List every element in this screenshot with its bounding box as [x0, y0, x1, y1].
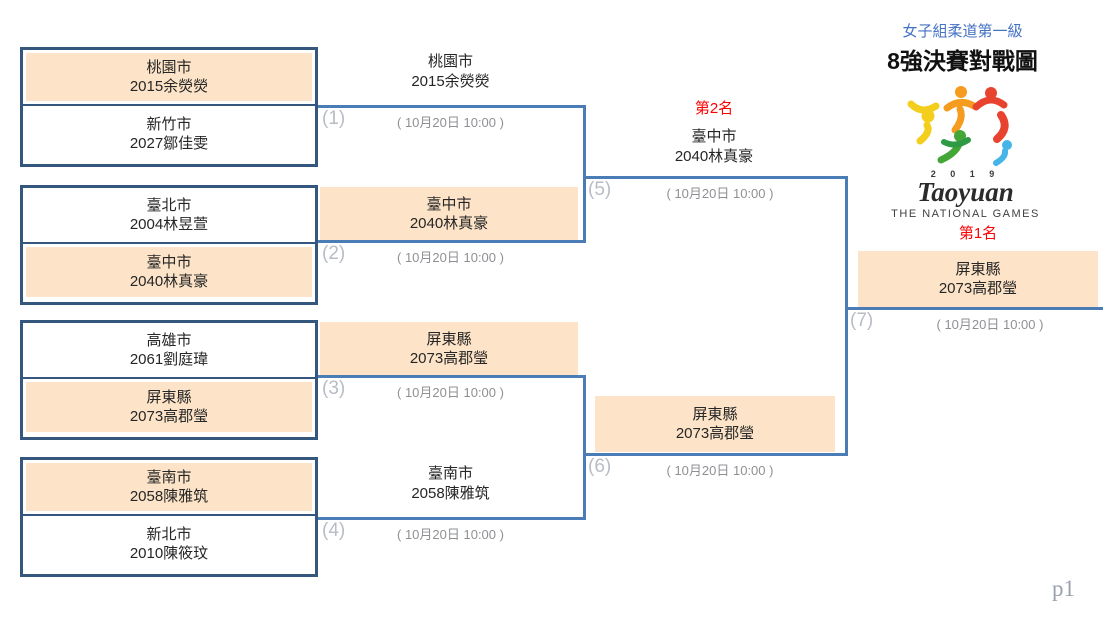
- connector-line: [583, 375, 586, 520]
- team-athlete: 2073高郡瑩: [129, 408, 209, 425]
- team-athlete: 2073高郡瑩: [938, 280, 1018, 297]
- match-number: (4): [322, 520, 346, 541]
- connector-line: [318, 517, 586, 520]
- page-number: p1: [1052, 576, 1075, 601]
- team-city: 高雄市: [146, 332, 192, 349]
- logo-subtitle: THE NATIONAL GAMES: [891, 208, 1040, 220]
- round1-match-2-box: 臺北市 2004林昱萱 臺中市 2040林真豪: [20, 185, 318, 305]
- connector-line: [845, 307, 1103, 310]
- champion-box: 屏東縣 2073高郡瑩: [858, 251, 1098, 307]
- match-time: ( 10月20日 10:00 ): [397, 250, 504, 265]
- team-cell: 高雄市 2061劉庭瑋: [23, 323, 315, 379]
- match-time: ( 10月20日 10:00 ): [397, 115, 504, 130]
- team-athlete: 2061劉庭瑋: [129, 351, 209, 368]
- round1-match-3-box: 高雄市 2061劉庭瑋 屏東縣 2073高郡瑩: [20, 320, 318, 440]
- connector-line: [318, 105, 586, 108]
- team-city: 屏東縣: [955, 261, 1001, 278]
- round1-match-4-box: 臺南市 2058陳雅筑 新北市 2010陳筱玟: [20, 457, 318, 577]
- round2-winner-1: 桃園市 2015余熒熒: [318, 52, 583, 92]
- team-cell: 桃園市 2015余熒熒: [23, 50, 315, 106]
- team-city: 臺北市: [146, 197, 192, 214]
- logo-wordmark: Taoyuan: [917, 177, 1014, 207]
- semifinal-finalist: 屏東縣 2073高郡瑩: [595, 396, 835, 452]
- round2-winner-3: 屏東縣 2073高郡瑩: [320, 322, 578, 376]
- team-city: 新北市: [146, 526, 192, 543]
- match-time: ( 10月20日 10:00 ): [397, 385, 504, 400]
- match-time: ( 10月20日 10:00 ): [666, 186, 774, 201]
- team-athlete: 2040林真豪: [129, 273, 209, 290]
- team-cell: 臺中市 2040林真豪: [23, 244, 315, 300]
- team-cell: 臺北市 2004林昱萱: [23, 188, 315, 244]
- team-cell: 臺南市 2058陳雅筑: [23, 460, 315, 516]
- match-time: ( 10月20日 10:00 ): [666, 463, 774, 478]
- match-number: (2): [322, 243, 346, 264]
- team-city: 臺中市: [426, 196, 472, 213]
- team-cell: 新北市 2010陳筱玟: [23, 516, 315, 572]
- team-city: 新竹市: [146, 116, 192, 133]
- round1-match-1-box: 桃園市 2015余熒熒 新竹市 2027鄒佳雯: [20, 47, 318, 167]
- page-title: 8強決賽對戰圖: [887, 48, 1038, 74]
- connector-line: [583, 176, 848, 179]
- connector-line: [318, 375, 586, 378]
- team-athlete: 2027鄒佳雯: [129, 135, 209, 152]
- team-city: 桃園市: [427, 53, 473, 70]
- team-athlete: 2040林真豪: [674, 148, 754, 165]
- connector-line: [583, 453, 848, 456]
- match-number: (1): [322, 108, 346, 129]
- team-cell: 屏東縣 2073高郡瑩: [23, 379, 315, 435]
- team-athlete: 2040林真豪: [409, 215, 489, 232]
- logo-year: 2 0 1 9: [930, 169, 1001, 179]
- match-number: (5): [588, 179, 612, 200]
- connector-line: [845, 176, 848, 456]
- connector-line: [583, 105, 586, 243]
- team-city: 屏東縣: [146, 389, 192, 406]
- team-city: 屏東縣: [426, 331, 472, 348]
- team-athlete: 2010陳筱玟: [129, 545, 209, 562]
- team-city: 臺南市: [146, 469, 192, 486]
- team-city: 桃園市: [146, 59, 192, 76]
- match-time: ( 10月20日 10:00 ): [936, 317, 1044, 332]
- team-athlete: 2073高郡瑩: [409, 350, 489, 367]
- team-city: 臺南市: [427, 465, 473, 482]
- match-number: (7): [850, 310, 874, 331]
- semifinal-runner-up: 臺中市 2040林真豪: [583, 127, 845, 167]
- second-place-label: 第2名: [694, 100, 734, 117]
- connector-line: [318, 240, 586, 243]
- team-cell: 新竹市 2027鄒佳雯: [23, 106, 315, 162]
- national-games-logo: 2 0 1 9 Taoyuan THE NATIONAL GAMES: [868, 80, 1063, 220]
- team-athlete: 2058陳雅筑: [411, 485, 490, 502]
- team-city: 屏東縣: [692, 406, 738, 423]
- first-place-label: 第1名: [958, 225, 998, 242]
- round2-winner-4: 臺南市 2058陳雅筑: [318, 464, 583, 504]
- match-number: (6): [588, 456, 612, 477]
- team-city: 臺中市: [146, 254, 192, 271]
- team-athlete: 2058陳雅筑: [129, 488, 209, 505]
- match-time: ( 10月20日 10:00 ): [397, 527, 504, 542]
- team-athlete: 2015余熒熒: [129, 78, 209, 95]
- team-athlete: 2073高郡瑩: [675, 425, 755, 442]
- team-athlete: 2004林昱萱: [129, 216, 209, 233]
- dancing-figures-icon: [907, 86, 1012, 166]
- category-title: 女子組柔道第一級: [902, 23, 1023, 40]
- match-number: (3): [322, 378, 346, 399]
- team-athlete: 2015余熒熒: [411, 73, 490, 90]
- team-city: 臺中市: [691, 128, 737, 145]
- round2-winner-2: 臺中市 2040林真豪: [320, 187, 578, 241]
